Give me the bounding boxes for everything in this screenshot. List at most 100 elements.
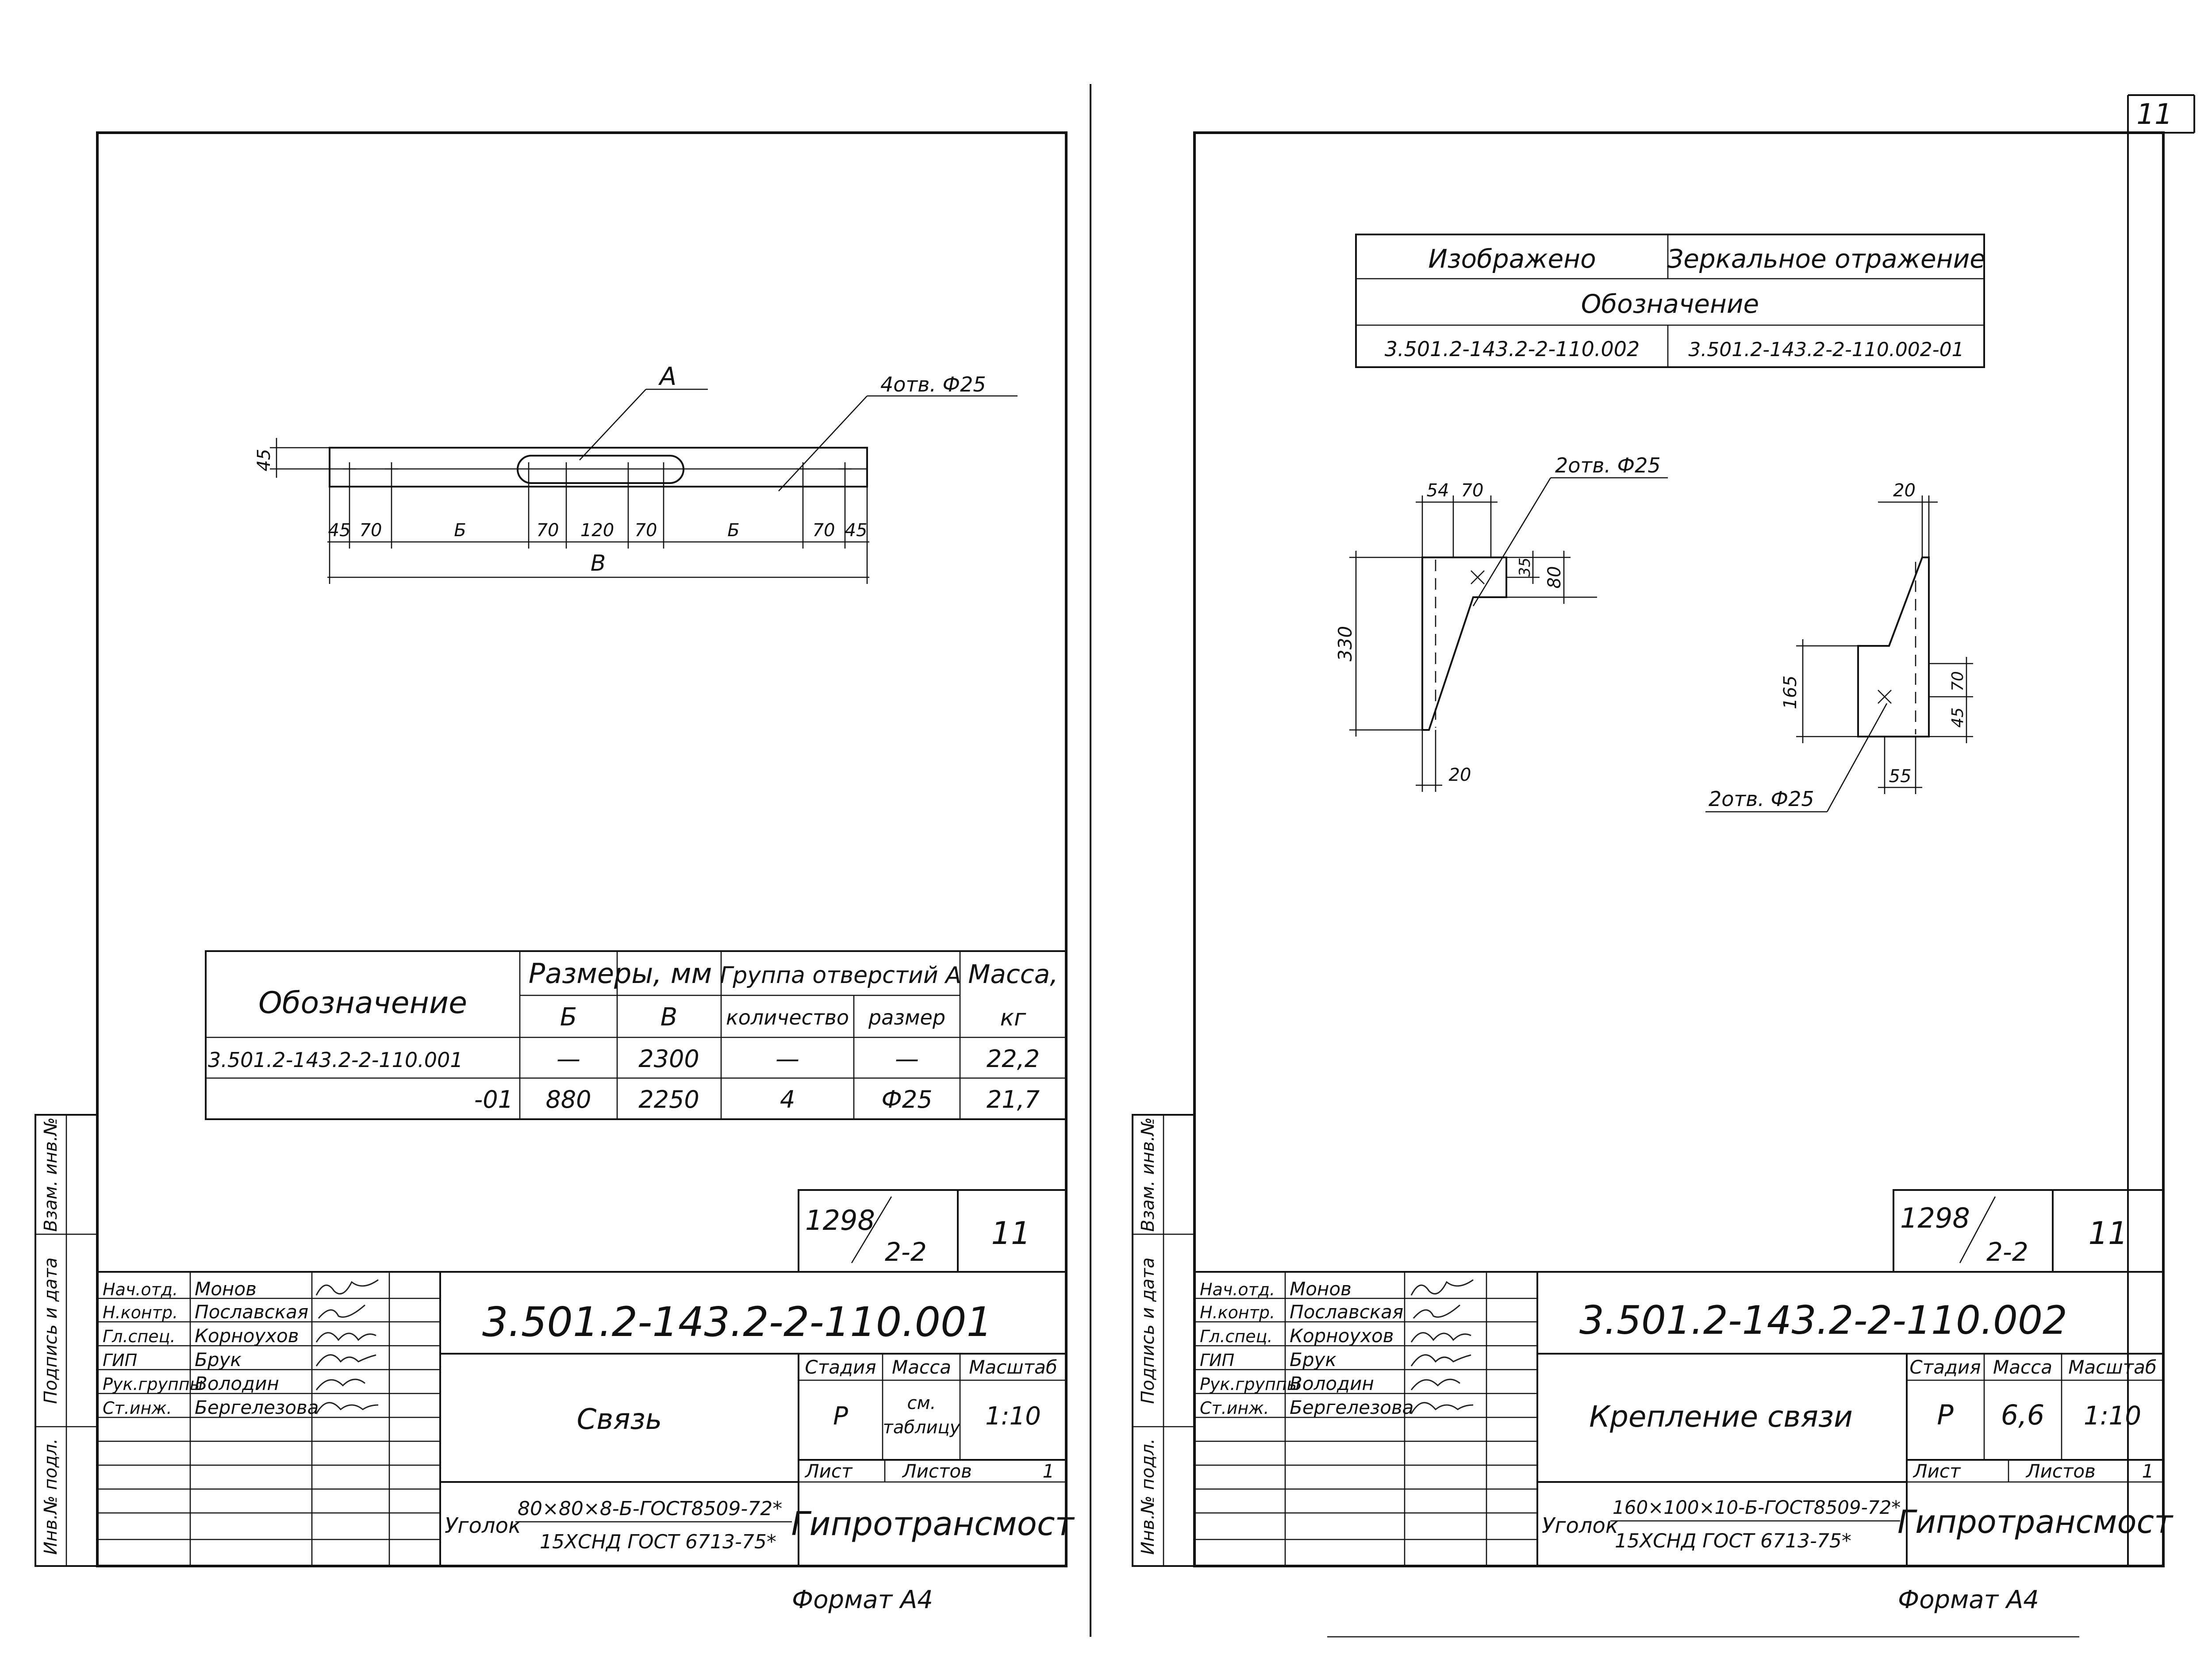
right-org: Гипротрансмост — [1897, 1503, 2174, 1540]
dim-b-right: Б — [727, 520, 739, 541]
right-role-1: Н.контр. — [1200, 1303, 1275, 1322]
right-side-replace-label: Взам. инв.№ — [1138, 1117, 1158, 1232]
front-dim-35: 35 — [1516, 557, 1534, 576]
table-h-count: количество — [726, 1006, 849, 1029]
left-side-sign-label: Подпись и дата — [41, 1257, 61, 1404]
right-sheets-label: Листов — [2025, 1460, 2096, 1482]
right-stage-value: Р — [1937, 1399, 1954, 1431]
dim-total-v: В — [591, 550, 606, 576]
table-row2-size: Ф25 — [881, 1086, 932, 1113]
right-name-4: Володин — [1290, 1373, 1374, 1394]
left-mass-line1: см. — [907, 1393, 936, 1413]
right-name-0: Монов — [1290, 1278, 1352, 1300]
table-h-size: размер — [868, 1006, 945, 1029]
dim-70-mid-left: 70 — [537, 520, 559, 541]
left-frame — [96, 131, 1068, 1567]
holes-top-label: 2отв. Ф25 — [1555, 453, 1661, 477]
left-format: Формат А4 — [792, 1585, 933, 1614]
front-dim-80: 80 — [1544, 566, 1565, 589]
table-row1-designation: 3.501.2-143.2-2-110.001 — [208, 1048, 463, 1072]
side-dim-45: 45 — [1949, 707, 1967, 728]
left-mass-line2: таблицу — [883, 1417, 961, 1438]
right-format: Формат А4 — [1898, 1585, 2039, 1614]
mirror-h-mirror: Зеркальное отражение — [1667, 244, 1985, 274]
side-dim-165: 165 — [1780, 676, 1801, 709]
left-side-inv-label: Инв.№ подл. — [41, 1438, 61, 1555]
table-h-v: В — [661, 1003, 677, 1032]
left-role-5: Ст.инж. — [103, 1398, 172, 1418]
dim-45-left: 45 — [328, 520, 351, 541]
left-material-prefix: Уголок — [445, 1513, 521, 1538]
right-role-3: ГИП — [1200, 1351, 1234, 1370]
left-bar-view: А 4отв. Ф25 45 45 70 Б 70 — [254, 362, 1018, 584]
right-stamp-code: 3.501.2-143.2-2-110.002 — [1579, 1297, 2067, 1343]
left-name-0: Монов — [195, 1278, 257, 1300]
holes-bottom-label: 2отв. Ф25 — [1709, 787, 1814, 811]
right-name-5: Бергелезова — [1290, 1397, 1413, 1418]
right-name-3: Брук — [1290, 1349, 1336, 1370]
right-series-num: 1298 — [1900, 1202, 1970, 1234]
right-role-2: Гл.спец. — [1200, 1327, 1273, 1346]
table-row1-v: 2300 — [638, 1045, 699, 1073]
right-name-1: Пославская — [1290, 1301, 1403, 1323]
front-dim-70: 70 — [1461, 480, 1484, 501]
right-front-view: 54 70 35 80 330 20 2отв. Ф25 — [1334, 453, 1668, 792]
left-stage-label: Стадия — [805, 1356, 876, 1378]
left-role-2: Гл.спец. — [103, 1327, 176, 1346]
table-h-mass-unit: кг — [1000, 1005, 1026, 1031]
left-role-3: ГИП — [103, 1351, 137, 1370]
side-dim-55: 55 — [1889, 766, 1912, 787]
right-series-den: 2-2 — [1986, 1237, 2028, 1267]
front-dim-54: 54 — [1427, 480, 1449, 501]
left-name-1: Пославская — [195, 1301, 308, 1323]
front-dim-330: 330 — [1334, 626, 1356, 661]
table-row1-count: — — [776, 1045, 799, 1073]
table-row1-b: — — [557, 1045, 580, 1073]
right-side-sign-label: Подпись и дата — [1138, 1257, 1158, 1404]
right-corner-sheet-number: 11 — [2136, 98, 2172, 131]
left-sheet: А 4отв. Ф25 45 45 70 Б 70 — [35, 131, 1075, 1614]
table-row2-count: 4 — [780, 1086, 795, 1113]
right-sheet-label: Лист — [1912, 1460, 1961, 1482]
right-signatures — [1410, 1279, 1474, 1414]
right-stamp-name: Крепление связи — [1589, 1400, 1853, 1434]
right-mass-value: 6,6 — [2001, 1399, 2045, 1431]
dim-70-right: 70 — [813, 520, 835, 541]
left-name-5: Бергелезова — [195, 1397, 319, 1418]
right-mass-label: Масса — [1993, 1356, 2052, 1378]
right-stamp-sheet: 11 — [2088, 1215, 2128, 1251]
table-row2-mass: 21,7 — [987, 1086, 1040, 1113]
left-series-den: 2-2 — [885, 1237, 927, 1267]
mirror-v-shown: 3.501.2-143.2-2-110.002 — [1385, 337, 1640, 361]
table-h-b: Б — [560, 1003, 577, 1032]
right-sheet: 11 Изображено Зеркальное отражение Обозн… — [1132, 94, 2195, 1638]
left-series-num: 1298 — [805, 1204, 875, 1236]
dim-70-left: 70 — [360, 520, 382, 541]
right-frame — [1193, 131, 2165, 1567]
table-row1-size: — — [895, 1045, 919, 1073]
left-sheets-label: Листов — [902, 1460, 972, 1482]
right-mirror-table: Изображено Зеркальное отражение Обозначе… — [1355, 234, 1985, 368]
dim-45-right: 45 — [845, 520, 868, 541]
right-material-prefix: Уголок — [1542, 1513, 1618, 1538]
dim-b-left: Б — [454, 520, 466, 541]
left-side-replace-label: Взам. инв.№ — [41, 1117, 61, 1232]
left-stamp-name: Связь — [577, 1403, 662, 1436]
dim-120: 120 — [580, 520, 614, 541]
left-side-strip: Инв.№ подл. Подпись и дата Взам. инв.№ — [35, 1114, 98, 1567]
right-stage-label: Стадия — [1909, 1356, 1981, 1378]
left-scale-value: 1:10 — [985, 1402, 1041, 1431]
left-sheet-label: Лист — [804, 1460, 853, 1482]
left-mass-label: Масса — [892, 1356, 951, 1378]
right-side-inv-label: Инв.№ подл. — [1138, 1438, 1158, 1555]
left-name-3: Брук — [195, 1349, 242, 1370]
right-role-5: Ст.инж. — [1200, 1398, 1269, 1418]
right-scale-value: 1:10 — [2084, 1401, 2141, 1431]
left-role-4: Рук.группы — [103, 1374, 203, 1394]
right-side-view: 20 165 70 45 55 2отв. Ф25 — [1705, 480, 1973, 813]
right-scale-label: Масштаб — [2068, 1356, 2157, 1378]
left-sheets-value: 1 — [1043, 1460, 1055, 1482]
table-h-mass: Масса, — [968, 959, 1058, 989]
left-title-block: 1298 2-2 11 Нач. — [96, 1189, 1075, 1567]
